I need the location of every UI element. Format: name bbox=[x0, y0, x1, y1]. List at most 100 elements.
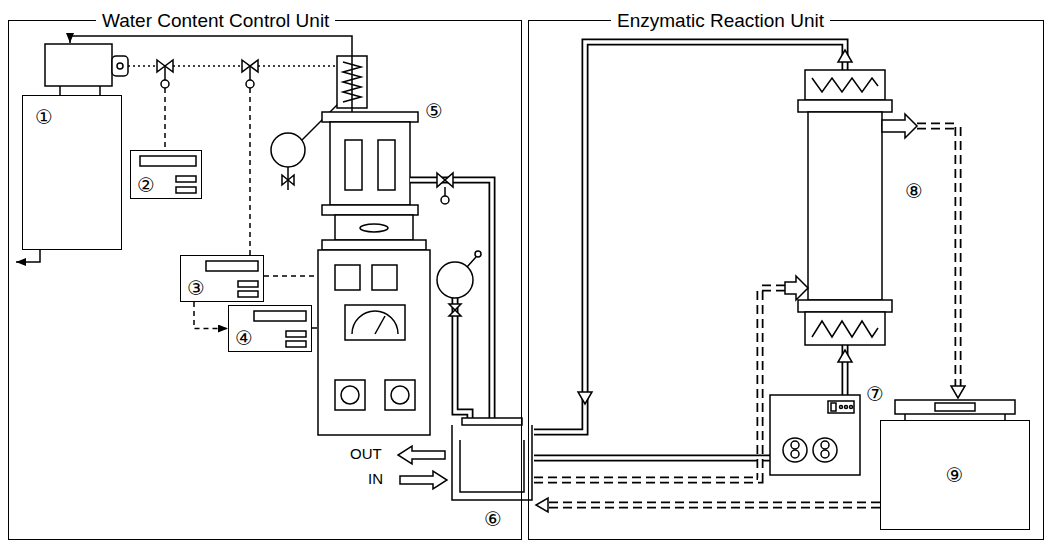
valve-symbol bbox=[157, 60, 258, 88]
reactor-column bbox=[785, 276, 808, 300]
reactor-column bbox=[805, 312, 885, 345]
pump bbox=[821, 450, 829, 458]
callout-number: ② bbox=[137, 174, 155, 196]
controller-display bbox=[176, 176, 196, 182]
reservoir-vessel bbox=[452, 418, 532, 500]
condenser bbox=[343, 62, 361, 102]
controller-display bbox=[238, 291, 258, 297]
jacket-line bbox=[534, 126, 958, 505]
controller-display bbox=[140, 156, 306, 347]
valve-symbol bbox=[441, 196, 449, 204]
controller-box: ③ bbox=[180, 255, 264, 302]
valve-symbol bbox=[249, 66, 251, 80]
heater-instrument bbox=[385, 380, 415, 410]
pump bbox=[850, 406, 853, 409]
coolant-line bbox=[16, 250, 40, 262]
flow-arrowhead bbox=[536, 498, 548, 512]
membrane-chamber bbox=[335, 215, 413, 240]
heater-instrument bbox=[335, 380, 365, 410]
flow-arrowhead bbox=[951, 386, 965, 398]
chiller-drawing bbox=[99, 86, 101, 95]
heater-instrument bbox=[345, 305, 405, 340]
pipe-core bbox=[917, 126, 958, 386]
flow-arrowhead bbox=[838, 50, 852, 62]
heater-instrument bbox=[318, 250, 430, 435]
heater-instrument bbox=[375, 316, 385, 334]
reactor-column bbox=[805, 70, 885, 100]
controller-display bbox=[254, 311, 306, 321]
chiller-drawing bbox=[45, 44, 112, 86]
controller-box: ② bbox=[130, 150, 202, 199]
chiller-unit: ① bbox=[22, 95, 122, 250]
heater-instrument bbox=[372, 265, 397, 290]
reactor-column bbox=[798, 100, 892, 112]
controller-display bbox=[286, 341, 306, 347]
callout-number: ③ bbox=[187, 277, 205, 299]
pump bbox=[770, 395, 860, 475]
signal-line bbox=[264, 275, 318, 277]
heater-instrument bbox=[318, 250, 430, 435]
flow-arrowhead bbox=[838, 350, 852, 362]
flow-arrowhead bbox=[578, 392, 592, 404]
membrane-chamber bbox=[378, 140, 395, 190]
callout-number: ⑨ bbox=[946, 464, 964, 486]
condenser bbox=[337, 56, 367, 118]
heater-instrument bbox=[341, 386, 359, 404]
balance bbox=[935, 403, 975, 411]
flask bbox=[449, 304, 461, 316]
controller-display bbox=[176, 187, 196, 193]
balance bbox=[895, 400, 1015, 414]
flask bbox=[467, 257, 476, 267]
chiller-drawing bbox=[117, 63, 123, 69]
valve-symbol bbox=[437, 173, 453, 204]
unit-panel: Water Content Control Unit①②③④ bbox=[8, 20, 522, 540]
heater-instrument bbox=[352, 311, 398, 334]
callout-number: ⑥ bbox=[484, 508, 502, 530]
flask bbox=[271, 133, 305, 167]
callout-number: ④ bbox=[235, 327, 253, 349]
in-out-arrow bbox=[400, 471, 447, 489]
pump bbox=[840, 406, 843, 409]
pipe-core bbox=[534, 456, 770, 460]
reactor-column bbox=[812, 321, 878, 337]
jacket-line bbox=[917, 126, 958, 386]
pipe-core bbox=[410, 180, 492, 418]
valve-symbol bbox=[164, 66, 166, 80]
signal-connector bbox=[194, 302, 228, 329]
signal-line bbox=[164, 88, 166, 150]
pump bbox=[813, 438, 837, 462]
chiller-drawing bbox=[112, 56, 128, 76]
pipe-core bbox=[534, 288, 785, 480]
coolant-line bbox=[70, 36, 352, 56]
heater-instrument bbox=[391, 386, 409, 404]
reservoir-vessel bbox=[452, 425, 532, 500]
membrane-chamber bbox=[330, 122, 410, 205]
controller-display bbox=[286, 331, 306, 337]
flow-arrowhead bbox=[536, 50, 965, 512]
in-out-arrow bbox=[398, 446, 447, 489]
reactor-column bbox=[785, 70, 917, 345]
pump bbox=[783, 438, 807, 462]
pump bbox=[845, 406, 848, 409]
pump bbox=[770, 395, 860, 475]
flow-label: IN bbox=[368, 471, 383, 488]
chiller-drawing bbox=[45, 44, 128, 95]
valve-symbol bbox=[246, 80, 254, 88]
signal-line bbox=[249, 88, 251, 255]
jacket-line bbox=[534, 288, 785, 480]
pump bbox=[791, 450, 799, 458]
flask bbox=[287, 167, 289, 190]
jacket-line bbox=[548, 502, 880, 509]
membrane-chamber bbox=[322, 205, 418, 215]
heater-instrument bbox=[335, 265, 360, 290]
pipe-core bbox=[548, 503, 880, 507]
pump bbox=[791, 441, 799, 449]
controller-display bbox=[140, 156, 196, 166]
membrane-chamber bbox=[322, 112, 418, 122]
chiller-drawing bbox=[59, 86, 61, 95]
callout-number: ⑦ bbox=[866, 383, 884, 405]
